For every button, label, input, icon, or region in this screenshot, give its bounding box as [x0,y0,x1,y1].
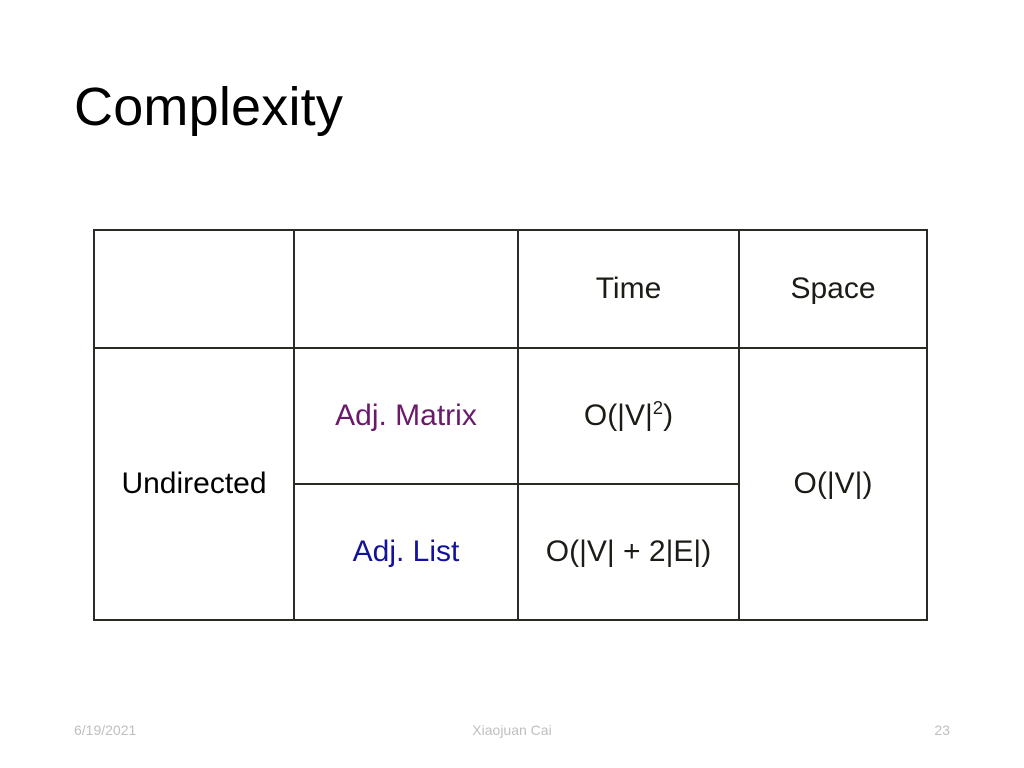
time-adj-matrix-suffix: ) [663,399,674,432]
header-cell-blank-2 [293,229,519,349]
time-adj-list-value: O(|V| + 2|E|) [545,535,712,568]
page-title: Complexity [74,77,344,137]
space-value-text: O(|V|) [793,467,873,500]
cell-time-adj-matrix: O(|V|2) [517,347,740,485]
row-label-undirected-text: Undirected [121,467,267,500]
table-header-row: Time Space [93,229,928,349]
cell-representation-adj-matrix: Adj. Matrix [293,347,519,485]
header-cell-time: Time [517,229,740,349]
slide-footer: 6/19/2021 Xiaojuan Cai 23 [0,722,1024,746]
table-row: Undirected Adj. Matrix O(|V|2) O(|V|) [93,347,928,621]
header-cell-blank-1 [93,229,295,349]
time-adj-matrix-value: O(|V|2) [583,397,674,432]
footer-page-number: 23 [934,722,950,738]
representation-adj-list-label: Adj. List [352,535,460,568]
header-cell-space: Space [738,229,928,349]
cell-space-value: O(|V|) [738,347,928,621]
complexity-table: Time Space Undirected Adj. Matrix O(|V|2… [93,229,928,621]
footer-date: 6/19/2021 [74,722,137,738]
table-row: Adj. List O(|V| + 2|E|) [94,483,927,621]
cell-representation-adj-list: Adj. List [293,483,519,621]
footer-author: Xiaojuan Cai [472,722,552,738]
complexity-table-wrapper: Time Space Undirected Adj. Matrix O(|V|2… [93,229,928,621]
representation-adj-matrix-label: Adj. Matrix [335,399,477,432]
time-adj-matrix-base: O(|V| [583,399,653,432]
time-adj-matrix-exponent: 2 [652,397,664,418]
row-label-undirected: Undirected [93,347,295,621]
cell-time-adj-list: O(|V| + 2|E|) [517,483,740,621]
